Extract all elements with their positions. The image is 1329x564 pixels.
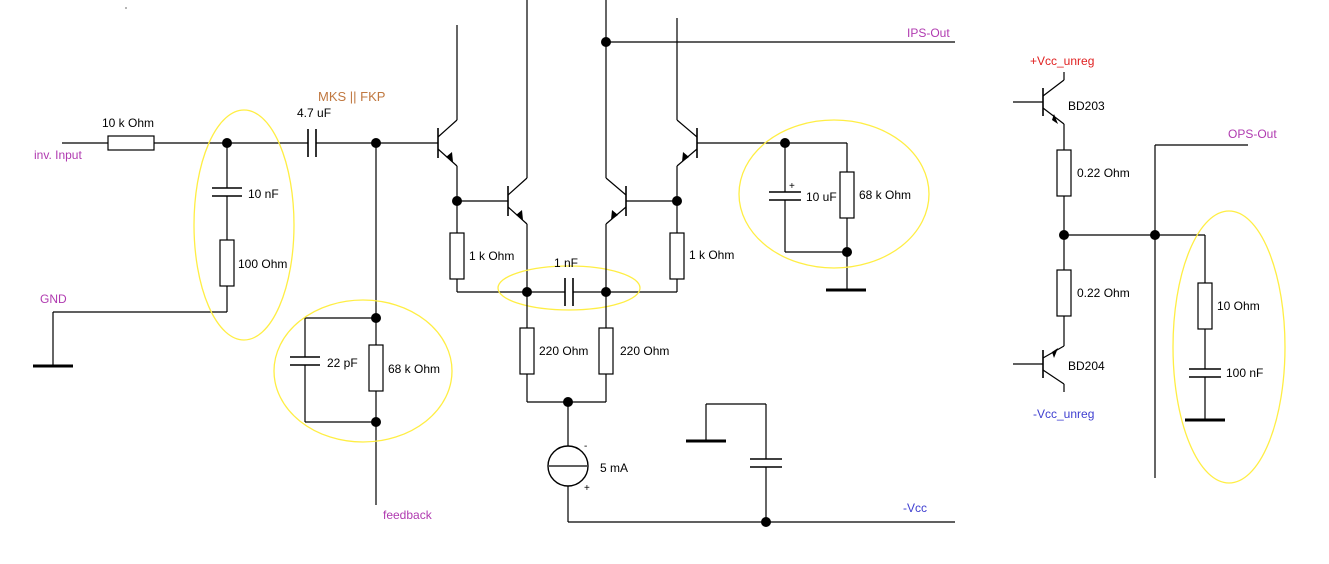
output-resistor-bottom: [1056, 269, 1072, 317]
label-neg-vcc: -Vcc: [903, 501, 927, 515]
output-transistor-bottom: [1013, 345, 1065, 392]
output-zobel-resistor: [1197, 282, 1213, 330]
bias-capacitor-plus: +: [789, 181, 795, 192]
label-r-out-top: 0.22 Ohm: [1077, 166, 1130, 180]
label-c-bias: 10 uF: [806, 190, 837, 204]
label-r-zobel-out: 10 Ohm: [1217, 299, 1260, 313]
label-c-zobel-in: 10 nF: [248, 187, 279, 201]
emitter-resistor-right: [669, 232, 685, 280]
label-r-out-bottom: 0.22 Ohm: [1077, 286, 1130, 300]
label-gnd: GND: [40, 292, 67, 306]
current-source: [547, 445, 589, 487]
label-r-zobel-in: 100 Ohm: [238, 257, 287, 271]
label-q-top: BD203: [1068, 99, 1105, 113]
label-ips-out: IPS-Out: [907, 26, 950, 40]
tail-resistor-right: [598, 327, 614, 375]
current-source-plus: +: [584, 483, 590, 494]
highlight-bias: [738, 119, 930, 269]
label-c-feedback: 22 pF: [327, 356, 358, 370]
label-r-tail-left: 220 Ohm: [539, 344, 588, 358]
bias-network: [738, 119, 930, 292]
label-c-bridge: 1 nF: [554, 256, 578, 270]
driver-transistor-left: [507, 0, 528, 292]
tail-resistor-left: [519, 327, 535, 375]
label-r-emitter-right: 1 k Ohm: [689, 248, 734, 262]
input-transistor-right: [676, 18, 698, 201]
highlight-bridge: [497, 265, 641, 311]
input-network: [33, 109, 438, 368]
feedback-network: [273, 143, 453, 505]
label-inv-input: inv. Input: [34, 148, 82, 162]
label-pos-vcc-unreg: +Vcc_unreg: [1030, 54, 1094, 68]
emitter-resistor-left: [449, 232, 465, 280]
label-c-zobel-out: 100 nF: [1226, 366, 1263, 380]
label-r-bias: 68 k Ohm: [859, 188, 911, 202]
highlight-feedback: [273, 299, 453, 443]
label-c-input-type: MKS || FKP: [318, 89, 385, 104]
input-resistor: [107, 135, 155, 151]
output-transistor-top: [1013, 72, 1065, 150]
label-c-input: 4.7 uF: [297, 106, 331, 120]
label-current-source: 5 mA: [600, 461, 628, 475]
highlight-output-zobel: [1172, 210, 1286, 484]
input-zobel-resistor: [219, 239, 235, 287]
label-ops-out: OPS-Out: [1228, 127, 1277, 141]
output-zobel: [1172, 210, 1286, 484]
label-q-bottom: BD204: [1068, 359, 1105, 373]
input-transistor-left: [437, 25, 458, 201]
current-source-minus: -: [584, 441, 587, 452]
bias-resistor: [839, 171, 855, 219]
label-feedback: feedback: [383, 508, 433, 522]
stray-mark: [125, 7, 127, 9]
label-r-feedback: 68 k Ohm: [388, 362, 440, 376]
feedback-resistor: [368, 344, 384, 392]
label-r-input: 10 k Ohm: [102, 116, 154, 130]
output-resistor-top: [1056, 149, 1072, 197]
label-r-emitter-left: 1 k Ohm: [469, 249, 514, 263]
label-r-tail-right: 220 Ohm: [620, 344, 669, 358]
label-neg-vcc-unreg: -Vcc_unreg: [1033, 407, 1094, 421]
highlight-input-zobel: [193, 109, 295, 341]
driver-transistor-right: [605, 0, 627, 292]
